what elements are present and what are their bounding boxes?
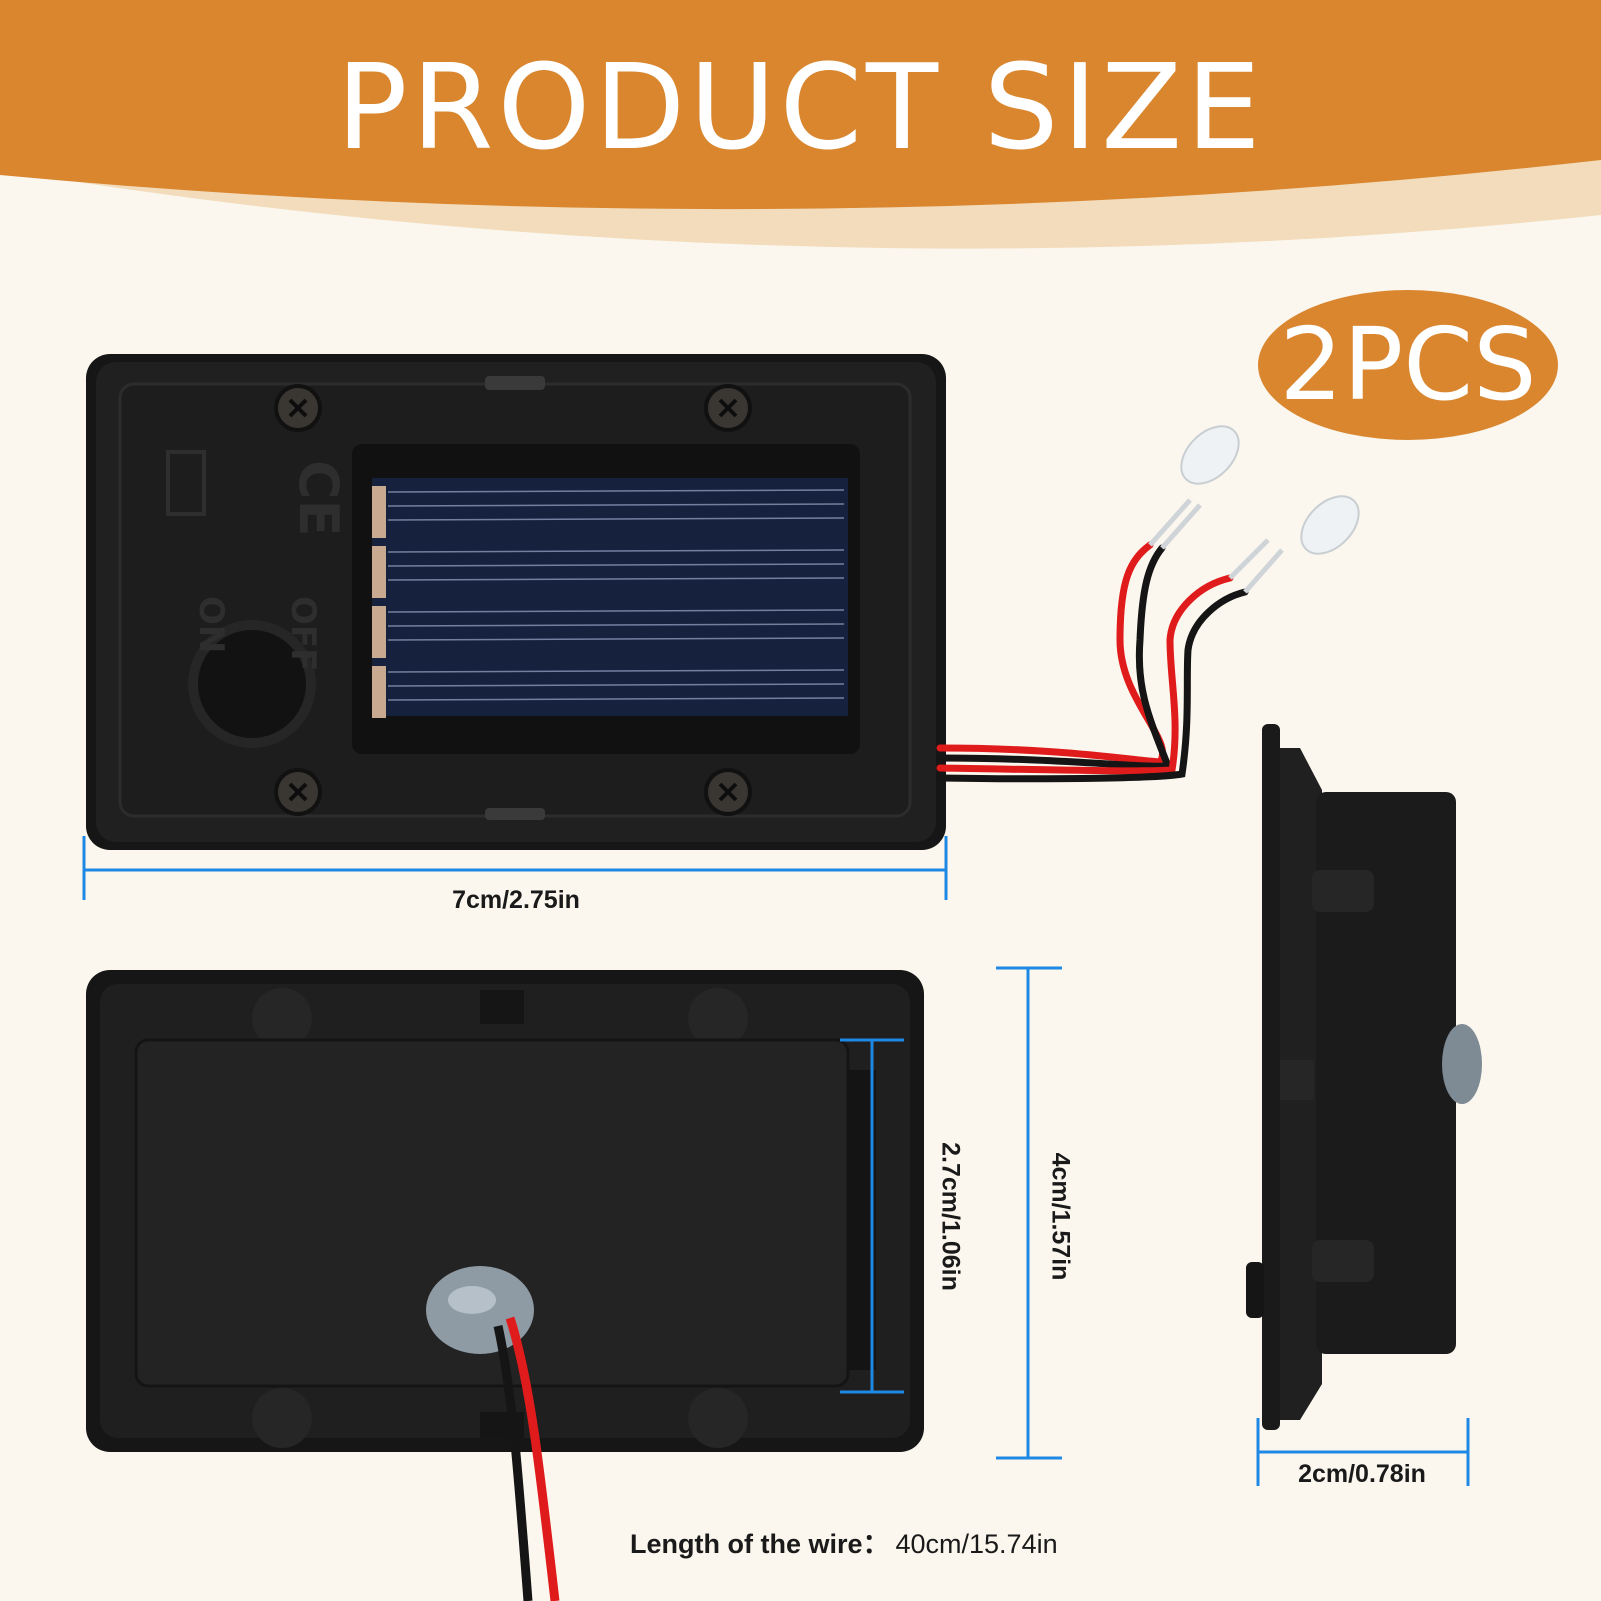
depth-label: 2cm/0.78in xyxy=(1298,1460,1426,1488)
depth-dimension-line xyxy=(1256,1418,1470,1486)
height-dimension-line xyxy=(996,966,1062,1460)
back-view-light xyxy=(86,970,924,1601)
off-mark: OFF xyxy=(283,596,323,671)
led-icon xyxy=(1180,425,1360,555)
ce-mark: CE xyxy=(287,460,350,537)
wire-length-value: 40cm/15.74in xyxy=(895,1529,1058,1559)
inner-height-label: 2.7cm/1.06in xyxy=(936,1142,965,1291)
header-banner xyxy=(0,0,1601,249)
side-view-light xyxy=(1246,724,1482,1430)
width-label: 7cm/2.75in xyxy=(452,886,580,914)
width-dimension-line xyxy=(82,836,948,900)
quantity-badge: 2PCS xyxy=(1258,290,1558,440)
wire-length-row: Length of the wire：40cm/15.74in xyxy=(630,1522,1058,1561)
recycle-icon xyxy=(166,450,206,516)
page-title: PRODUCT SIZE xyxy=(336,38,1265,176)
inner-height-dimension-line xyxy=(840,1038,904,1394)
on-mark: ON xyxy=(191,596,231,653)
screw-icon xyxy=(274,384,752,816)
front-view-light: ON OFF CE xyxy=(86,354,1360,850)
wire-length-label: Length of the wire： xyxy=(630,1529,890,1559)
height-label: 4cm/1.57in xyxy=(1046,1152,1075,1281)
